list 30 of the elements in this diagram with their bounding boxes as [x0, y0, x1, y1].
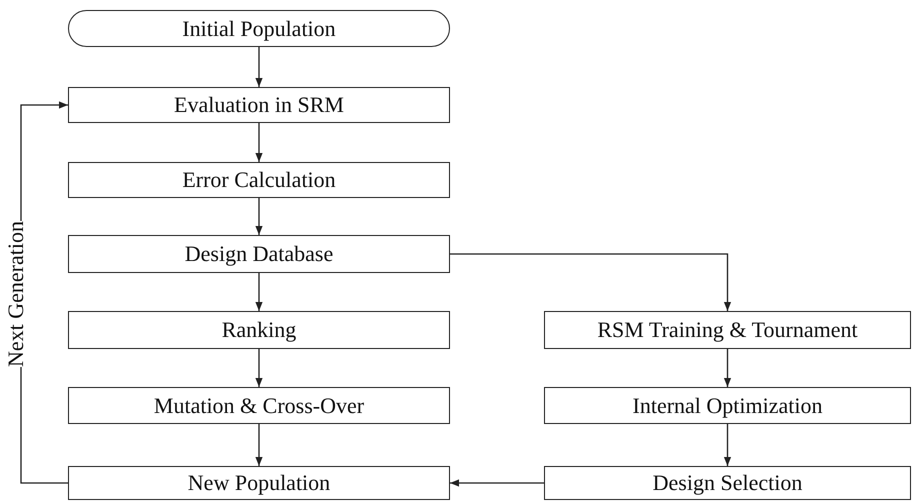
- node-label: Error Calculation: [182, 167, 336, 193]
- node-label: RSM Training & Tournament: [597, 317, 858, 343]
- node-label: Design Selection: [652, 470, 802, 496]
- process-box: [68, 387, 450, 424]
- process-box: [68, 87, 450, 123]
- arrow: [450, 253, 732, 311]
- arrow: [255, 349, 263, 387]
- node-label: Internal Optimization: [632, 392, 822, 418]
- process-box: [68, 466, 450, 500]
- node-label: New Population: [188, 470, 330, 496]
- arrow: [255, 424, 263, 466]
- arrow: [255, 123, 263, 162]
- arrow: [724, 349, 732, 387]
- arrow: [255, 273, 263, 311]
- terminal-box: [68, 10, 450, 47]
- process-box: [544, 466, 911, 500]
- process-box: [68, 162, 450, 198]
- node-label: Evaluation in SRM: [174, 92, 344, 118]
- arrow: [724, 424, 732, 466]
- process-box: [68, 311, 450, 349]
- node-label: Mutation & Cross-Over: [154, 392, 364, 418]
- node-label: Ranking: [222, 317, 296, 343]
- node-label: Initial Population: [182, 16, 336, 42]
- process-box: [68, 235, 450, 273]
- arrow: [255, 198, 263, 235]
- process-box: [544, 387, 911, 424]
- node-label: Design Database: [184, 241, 334, 267]
- arrow: [255, 47, 263, 87]
- process-box: [544, 311, 911, 349]
- arrow: [450, 479, 544, 487]
